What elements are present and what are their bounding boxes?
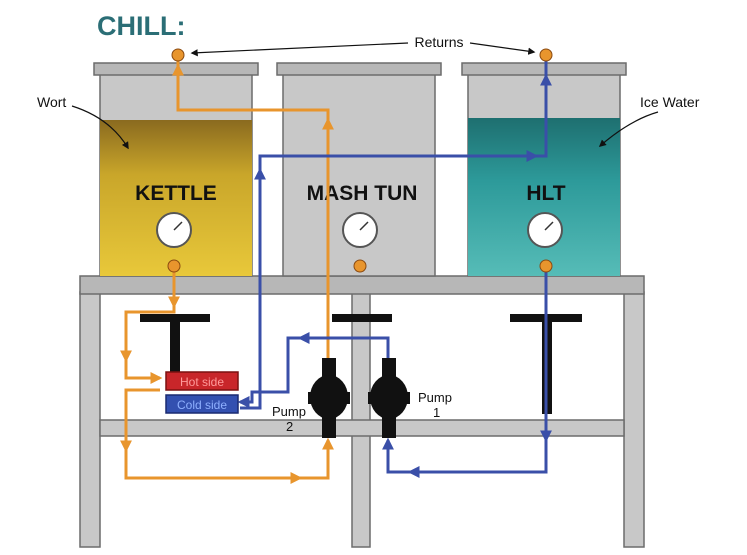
pump-2-label: Pump: [272, 404, 306, 419]
kettle-thermometer-icon: [156, 212, 192, 248]
brew-stand: [79, 275, 645, 548]
hlt-return-fitting: [539, 48, 553, 62]
pump-1-number: 1: [433, 405, 440, 420]
counterflow-chiller: Hot side Cold side: [165, 371, 239, 414]
ice-water-callout: Ice Water: [598, 94, 700, 147]
diagram-title: CHILL:: [97, 11, 185, 41]
hlt-vessel: HLT: [461, 62, 627, 277]
wort-label: Wort: [37, 94, 66, 110]
mash-tun-thermometer-icon: [342, 212, 378, 248]
pump-2-number: 2: [286, 419, 293, 434]
cold-side-label: Cold side: [177, 398, 227, 412]
hlt-thermometer-icon: [527, 212, 563, 248]
kettle-vessel: KETTLE: [93, 62, 259, 277]
water-flow-lines: [237, 60, 552, 478]
hlt-outlet-fitting: [539, 259, 553, 273]
wort-flow-lines: [120, 60, 334, 484]
hot-side-label: Hot side: [180, 375, 224, 389]
mash-tun-vessel: MASH TUN: [276, 62, 442, 277]
hot-side-block: [165, 371, 239, 391]
returns-callout: Returns: [190, 34, 536, 57]
pump-2: [308, 358, 350, 438]
mash-tun-outlet-fitting: [353, 259, 367, 273]
fittings: [167, 48, 553, 273]
returns-label: Returns: [414, 34, 463, 50]
pump-1-label: Pump: [418, 390, 452, 405]
kettle-return-fitting: [171, 48, 185, 62]
ice-water-label: Ice Water: [640, 94, 700, 110]
wort-callout: Wort: [37, 94, 129, 150]
mash-tun-label: MASH TUN: [307, 182, 418, 205]
pump-1: [368, 358, 410, 438]
kettle-label: KETTLE: [135, 182, 217, 205]
kettle-outlet-fitting: [167, 259, 181, 273]
hlt-label: HLT: [526, 182, 565, 205]
cold-side-block: [165, 394, 239, 414]
